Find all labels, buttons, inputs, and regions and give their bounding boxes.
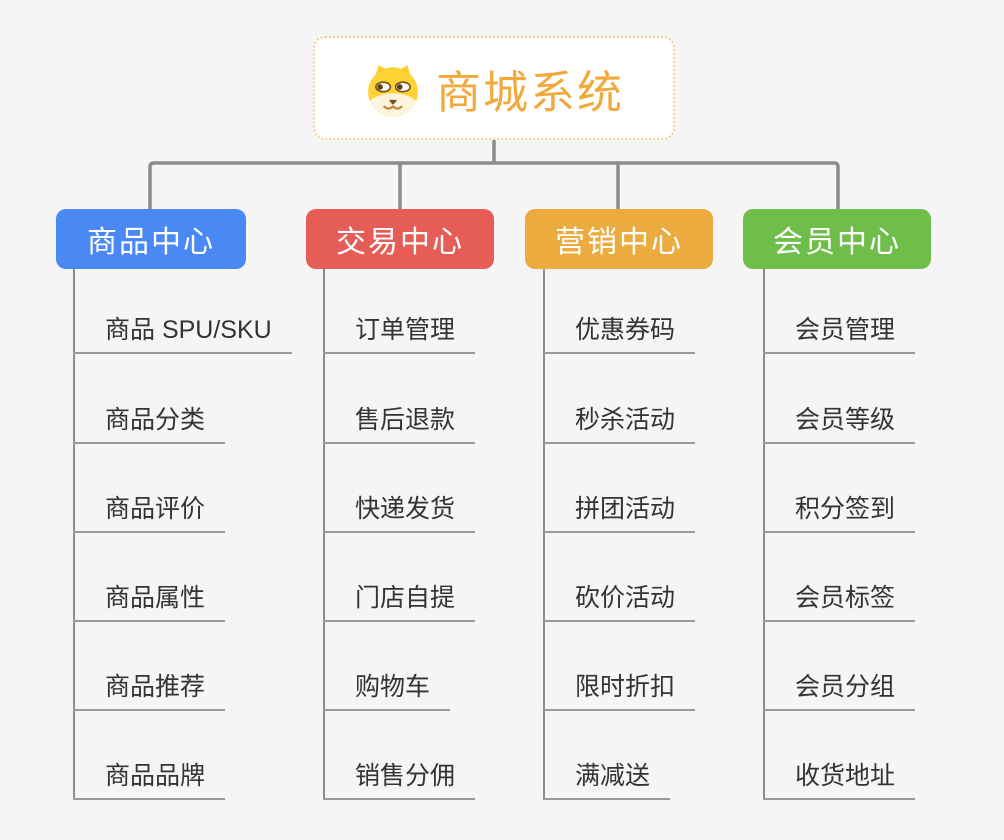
leaf-item[interactable]: 售后退款: [323, 404, 476, 444]
branch-node-marketing-center[interactable]: 营销中心: [525, 209, 713, 269]
leaf-item[interactable]: 优惠券码: [543, 314, 696, 354]
branch-spine-line: [543, 269, 545, 800]
branch-node-trade-center[interactable]: 交易中心: [306, 209, 494, 269]
leaf-item[interactable]: 会员分组: [763, 671, 916, 711]
branch-node-product-center[interactable]: 商品中心: [56, 209, 246, 269]
branch-node-member-center[interactable]: 会员中心: [743, 209, 931, 269]
leaf-item[interactable]: 限时折扣: [543, 671, 696, 711]
leaf-item[interactable]: 门店自提: [323, 582, 476, 622]
leaf-item[interactable]: 会员管理: [763, 314, 916, 354]
leaf-item[interactable]: 砍价活动: [543, 582, 696, 622]
leaf-item[interactable]: 快递发货: [323, 493, 476, 533]
leaf-item[interactable]: 商品品牌: [73, 760, 226, 800]
leaf-item[interactable]: 销售分佣: [323, 760, 476, 800]
leaf-item[interactable]: 购物车: [323, 671, 451, 711]
leaf-item[interactable]: 满减送: [543, 760, 671, 800]
branch-spine-line: [323, 269, 325, 800]
leaf-item[interactable]: 订单管理: [323, 314, 476, 354]
leaf-item[interactable]: 会员标签: [763, 582, 916, 622]
leaf-item[interactable]: 商品属性: [73, 582, 226, 622]
leaf-item[interactable]: 会员等级: [763, 404, 916, 444]
leaf-item[interactable]: 秒杀活动: [543, 404, 696, 444]
root-title: 商城系统: [435, 66, 624, 118]
leaf-item[interactable]: 积分签到: [763, 493, 916, 533]
leaf-item[interactable]: 商品分类: [73, 404, 226, 444]
dog-face-icon: [368, 65, 418, 117]
leaf-item[interactable]: 拼团活动: [543, 493, 696, 533]
leaf-item[interactable]: 商品推荐: [73, 671, 226, 711]
root-node[interactable]: 商城系统: [313, 36, 675, 140]
branch-spine-line: [763, 269, 765, 800]
leaf-item[interactable]: 商品 SPU/SKU: [73, 314, 292, 354]
leaf-item[interactable]: 收货地址: [763, 760, 916, 800]
branch-spine-line: [73, 269, 75, 800]
leaf-item[interactable]: 商品评价: [73, 493, 226, 533]
